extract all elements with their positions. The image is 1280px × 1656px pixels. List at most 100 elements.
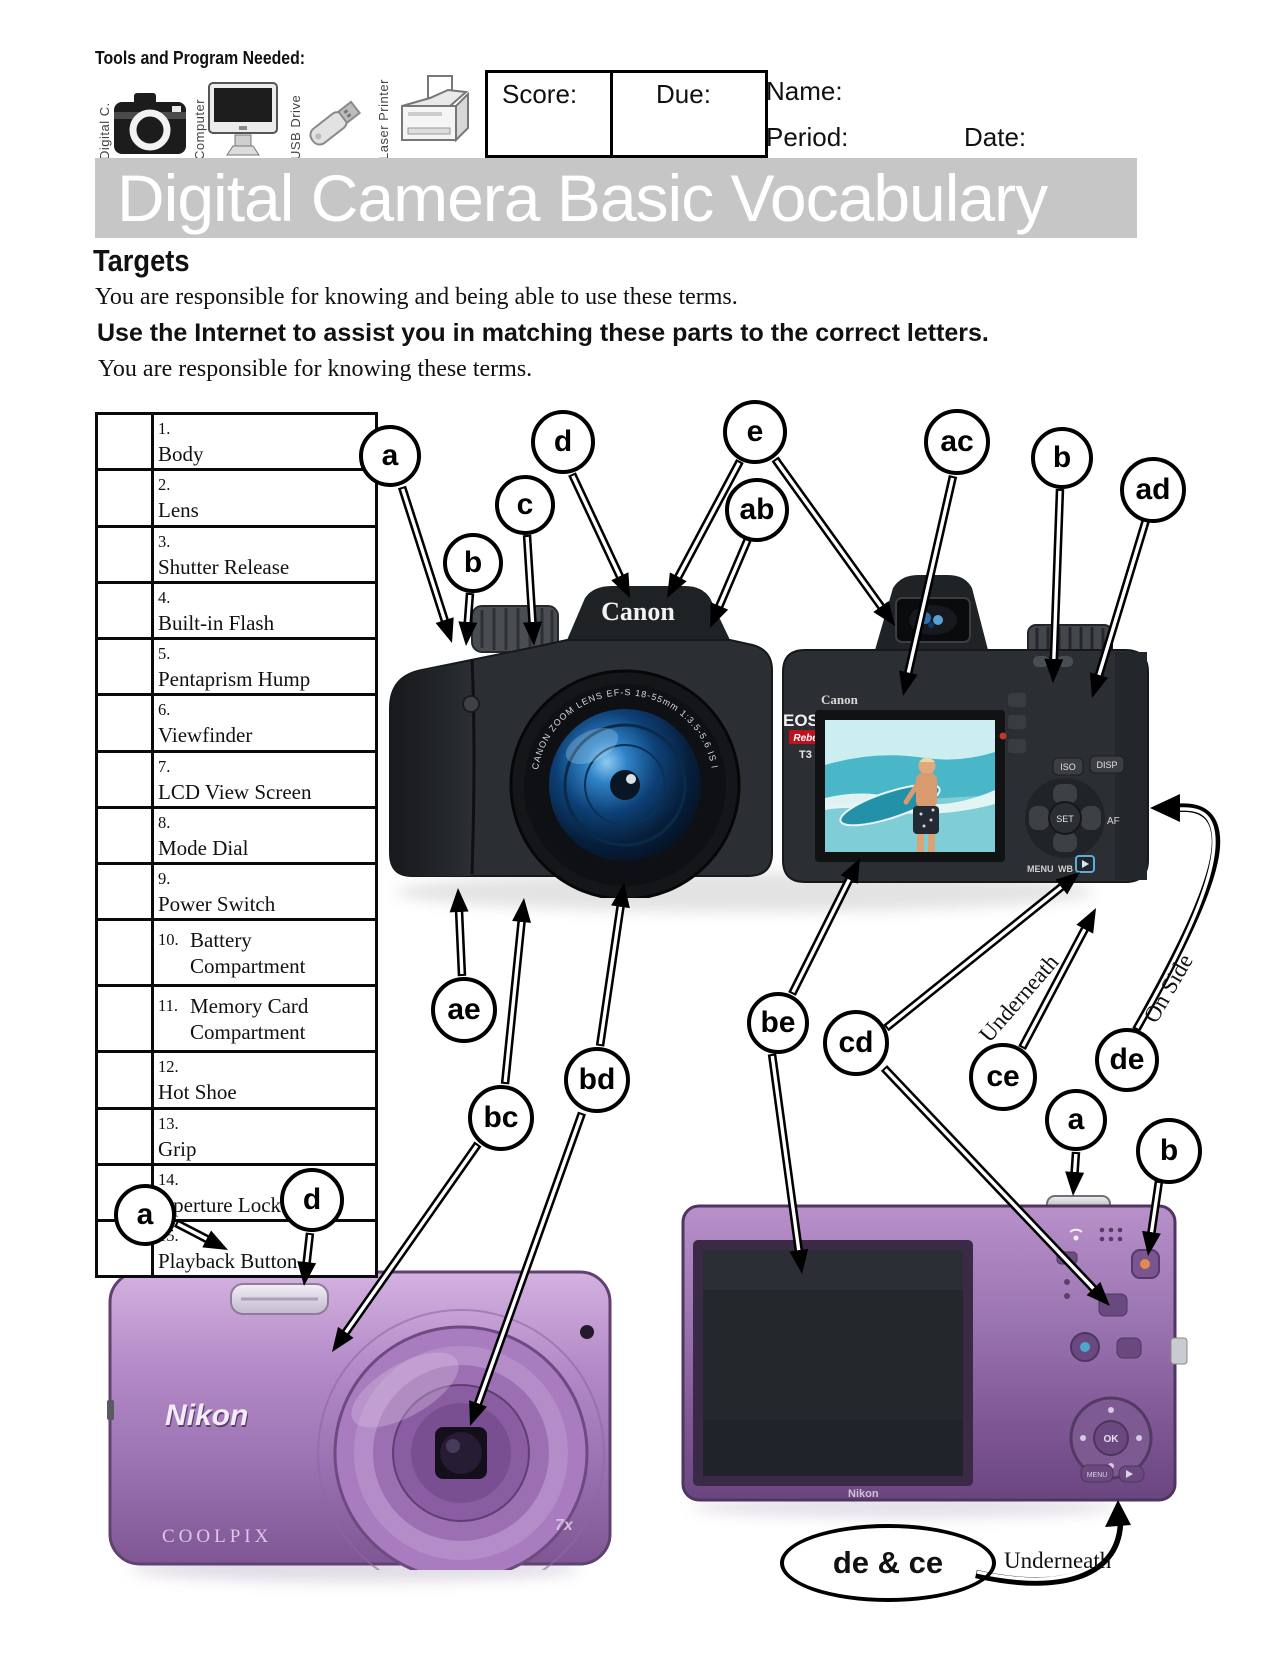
label-circle-b2: b: [1031, 427, 1093, 489]
menu-button: MENU: [1027, 864, 1054, 874]
label-circle-e: e: [723, 400, 787, 464]
term-cell: 8.Mode Dial: [151, 805, 378, 866]
period-label: Period:: [766, 122, 849, 152]
record-dot: [999, 732, 1007, 740]
due-label: Due:: [656, 79, 711, 109]
table-row: 11.Memory Card Compartment: [95, 984, 378, 1054]
tool-label: Digital C.: [97, 102, 112, 160]
label-circle-b: b: [443, 533, 503, 593]
term-cell: 9.Power Switch: [151, 861, 378, 922]
dslr-front-photo: Canon CANON ZOOM LENS EF-S 18-55mm 1:3.5…: [380, 548, 773, 898]
term-cell: 7.LCD View Screen: [151, 749, 378, 809]
t3-badge: T3: [799, 749, 812, 761]
score-label: Score:: [502, 79, 578, 109]
compact-front-photo: Nikon Nikon COOLPIX 7x: [107, 1251, 612, 1570]
answer-cell: [95, 524, 154, 584]
compact-back-photo: Nikon OK MENU: [681, 1195, 1188, 1502]
lens-release-button: [462, 695, 480, 713]
printer-icon: [390, 70, 476, 165]
label-circle-bd: bd: [564, 1047, 630, 1113]
label-circle-a: a: [359, 425, 421, 487]
svg-text:Rebel: Rebel: [793, 733, 820, 744]
lcd-view-screen: [815, 710, 1005, 862]
label-circle-bc: bc: [468, 1085, 534, 1151]
table-row: 13.Grip: [95, 1106, 378, 1166]
answer-cell: [95, 411, 154, 472]
term-cell: 13.Grip: [151, 1106, 378, 1166]
table-row: 6.Viewfinder: [95, 693, 378, 753]
tool-label: Laser Printer: [376, 79, 391, 160]
table-row: 12.Hot Shoe: [95, 1050, 378, 1110]
answer-cell: [95, 580, 154, 641]
brand-logo-shadow: Nikon: [166, 1401, 249, 1434]
label-circle-de: de: [1095, 1028, 1159, 1092]
targets-line2: You are responsible for knowing these te…: [98, 356, 533, 382]
answer-cell: [95, 918, 154, 988]
answer-cell: [95, 693, 154, 753]
underneath-bottom-annotation: Underneath: [1004, 1548, 1112, 1573]
arrowhead: [1076, 908, 1096, 934]
score-due-box: Score: Due:: [485, 70, 768, 158]
model-logo: COOLPIX: [162, 1526, 272, 1547]
brand-logo: Nikon: [848, 1488, 879, 1500]
answer-cell: [95, 636, 154, 697]
label-circle-c: c: [495, 475, 555, 535]
table-row: 4.Built-in Flash: [95, 580, 378, 641]
term-cell: 2.Lens: [151, 468, 378, 528]
brand-logo: Nikon: [165, 1399, 248, 1432]
label-circle-ad: ad: [1120, 457, 1186, 523]
divider: [610, 73, 613, 155]
menu-button: [1080, 1464, 1114, 1483]
answer-cell: [95, 1106, 154, 1166]
set-button: [1048, 801, 1082, 835]
camera-icon: [112, 88, 188, 165]
svg-text:AF: AF: [1107, 816, 1120, 827]
table-row: 1.Body: [95, 411, 378, 472]
answer-cell: [95, 1050, 154, 1110]
label-circle-a3: a: [114, 1184, 176, 1246]
label-ellipse-de-ce: de & ce: [780, 1524, 996, 1602]
strap-lug: [1170, 1337, 1188, 1365]
table-row: 7.LCD View Screen: [95, 749, 378, 809]
strap-lug: [107, 1400, 114, 1420]
term-cell: 1.Body: [151, 411, 378, 472]
date-label: Date:: [964, 122, 1027, 152]
svg-text:OK: OK: [1104, 1434, 1120, 1445]
table-row: 9.Power Switch: [95, 861, 378, 922]
label-circle-ab: ab: [725, 478, 789, 542]
af-assist-dot: [580, 1325, 594, 1339]
table-row: 8.Mode Dial: [95, 805, 378, 866]
iso-button: [1052, 757, 1084, 776]
answer-cell: [95, 468, 154, 528]
answer-cell: [95, 984, 154, 1054]
label-circle-b3: b: [1136, 1118, 1202, 1184]
term-cell: 15.Playback Button: [151, 1218, 378, 1279]
instruction-line: Use the Internet to assist you in matchi…: [97, 319, 989, 347]
disp-button: [1089, 755, 1125, 774]
lcd-view-screen: [693, 1240, 973, 1486]
dslr-back-photo: Canon EOS Rebel T3: [782, 575, 1149, 883]
ok-button: [1093, 1420, 1129, 1456]
on-side-annotation: On Side: [1138, 949, 1198, 1027]
targets-heading: Targets: [93, 243, 190, 278]
label-circle-ce: ce: [969, 1043, 1037, 1111]
svg-text:DISP: DISP: [1096, 760, 1117, 770]
zoom-badge: 7x: [555, 1517, 574, 1534]
arrowhead: [1150, 794, 1180, 822]
terms-table: 1.Body 2.Lens 3.Shutter Release 4.Built-…: [95, 411, 378, 1279]
table-row: 3.Shutter Release: [95, 524, 378, 584]
term-cell: 10.Battery Compartment: [151, 918, 378, 988]
label-circle-a2: a: [1045, 1089, 1107, 1151]
term-cell: 12.Hot Shoe: [151, 1050, 378, 1110]
mode-button: [1116, 1337, 1142, 1359]
term-cell: 4.Built-in Flash: [151, 580, 378, 641]
label-circle-cd: cd: [823, 1010, 889, 1076]
table-row: 5.Pentaprism Hump: [95, 636, 378, 697]
computer-icon: [205, 80, 281, 167]
grip: [390, 662, 470, 876]
answer-cell: [95, 749, 154, 809]
label-circle-be: be: [747, 992, 809, 1054]
rear-controls: OK MENU: [1056, 1249, 1160, 1483]
svg-text:ISO: ISO: [1060, 762, 1076, 772]
